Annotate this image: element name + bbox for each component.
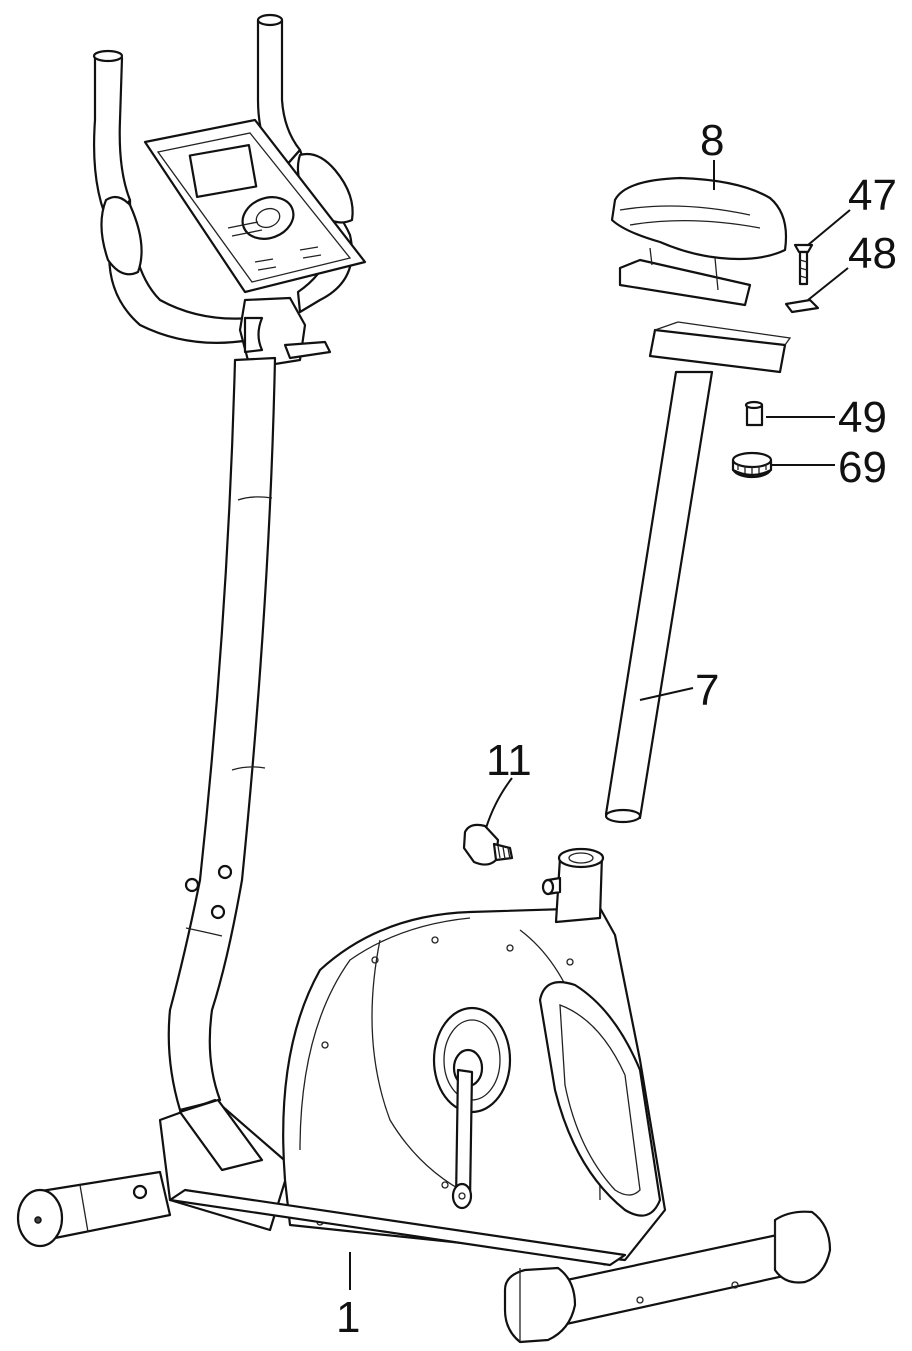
callout-49: 49: [838, 393, 887, 442]
crank-assembly: [432, 1006, 512, 1210]
callout-1: 1: [336, 1293, 360, 1342]
callout-8: 8: [700, 116, 724, 165]
saddle: [610, 176, 788, 307]
callout-11: 11: [486, 736, 532, 785]
knob-69: [731, 451, 773, 479]
rear-stabilizer: [503, 1210, 832, 1344]
callout-47: 47: [848, 171, 897, 220]
leader-48: [807, 267, 849, 301]
bottom-rail: [168, 1188, 627, 1267]
front-stabilizer: [16, 1170, 172, 1248]
leader-11: [485, 777, 513, 829]
upright-post: [167, 356, 277, 1112]
bolt-47: [793, 243, 814, 286]
callout-69: 69: [838, 443, 887, 492]
console: [143, 118, 367, 294]
handlebar-clamp: [238, 296, 332, 370]
tension-knob: [462, 823, 514, 866]
seat-slider-bracket: [648, 321, 792, 374]
plate-48: [784, 298, 820, 314]
callout-48: 48: [848, 229, 897, 278]
bushing-49: [744, 400, 764, 427]
leader-47: [807, 209, 851, 246]
callout-7: 7: [695, 666, 719, 715]
leader-7: [639, 687, 694, 701]
seat-post: [604, 370, 714, 824]
